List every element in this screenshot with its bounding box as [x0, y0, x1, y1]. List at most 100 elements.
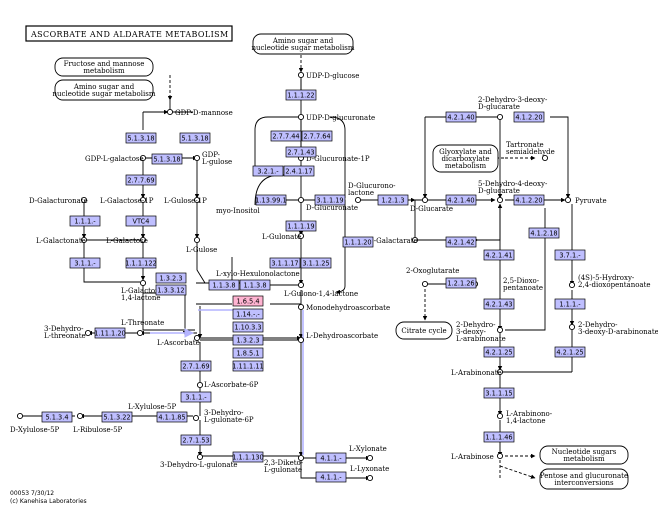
compound-l-gulose-1p[interactable]: L-Gulose-1P	[164, 196, 207, 205]
compound-d-galacturonate-l[interactable]: D-Galacturonate	[29, 196, 88, 205]
enzyme-box[interactable]: 5.1.3.4	[41, 411, 73, 423]
compound-dehydro-l-gulonate[interactable]: 3-Dehydro-L-gulonate	[160, 453, 238, 469]
enzyme-box[interactable]: 4.2.1.43	[483, 298, 515, 310]
compound-l-lyxonate[interactable]: L-Lyxonate	[350, 465, 389, 482]
enzyme-box[interactable]: 3.2.1.-	[252, 165, 284, 177]
compound-gdp-galactose[interactable]: GDP-L-galactose	[85, 154, 147, 163]
compound-l-galactose[interactable]: L-Galactose	[106, 236, 148, 245]
enzyme-box[interactable]: 2.7.1.53	[180, 434, 212, 446]
map-link-citrate[interactable]: Citrate cycle	[395, 321, 453, 340]
compound-udp-glucose[interactable]: UDP-D-glucose	[297, 71, 359, 80]
enzyme-box[interactable]: 3.1.1.15	[483, 387, 515, 399]
enzyme-box[interactable]: 1.6.5.4	[232, 295, 264, 307]
compound-l-threonate[interactable]: L-Threonate	[121, 319, 164, 337]
compound-dehydro-deoxy-d-arabinonate[interactable]: 2-Dehydro-3-deoxy-D-arabinonate	[568, 321, 658, 336]
compound-dehydro-gulonate-6p[interactable]: 3-Dehydro-L-gulonate-6P	[192, 409, 254, 424]
enzyme-box[interactable]: 1.1.1.122	[125, 257, 157, 269]
compound-l-galactose-1p[interactable]: L-Galactose-1P	[100, 196, 154, 205]
compound-l-ascorbate[interactable]: L-Ascorbate	[157, 334, 201, 347]
enzyme-box[interactable]: 4.2.1.41	[483, 249, 515, 261]
compound-d-glucurono-lactone[interactable]: D-Glucurono-lactone	[348, 182, 396, 204]
enzyme-box[interactable]: 5.1.3.18	[125, 132, 157, 144]
enzyme-box[interactable]: 5.1.3.22	[101, 411, 133, 423]
compound-d-glucarate[interactable]: D-Glucarate	[410, 196, 453, 213]
compound-l-arabinose[interactable]: L-Arabinose	[451, 452, 504, 461]
enzyme-box[interactable]: 4.1.2.20	[513, 194, 545, 206]
enzyme-box[interactable]: 1.1.3.8	[239, 279, 271, 291]
compound-udp-glucuronate[interactable]: UDP-D-glucuronate	[297, 113, 375, 122]
enzyme-box[interactable]: 2.7.7.44	[270, 130, 302, 142]
enzyme-box[interactable]: 4.2.1.40	[445, 111, 477, 123]
compound-dehydro-deoxy-glucarate-5[interactable]: 5-Dehydro-4-deoxy-D-glucarate	[478, 180, 548, 204]
compound-gdp-gulose[interactable]: GDP-L-gulose	[193, 151, 232, 166]
compound-hydroxy-oxopentanoate[interactable]: (4S)-5-Hydroxy-2,4-dioxopentanoate	[568, 274, 651, 289]
enzyme-box[interactable]: 3.1.1.25	[300, 257, 332, 269]
enzyme-box[interactable]: 4.2.1.42	[445, 236, 477, 248]
enzyme-box[interactable]: 1.10.3.3	[232, 321, 264, 333]
enzyme-box[interactable]: 3.7.1.-	[554, 249, 586, 261]
compound-l-gulono-lactone[interactable]: L-Gulono-1,4-lactone	[284, 281, 358, 298]
enzyme-box[interactable]: 1.1.1.130	[232, 451, 264, 463]
enzyme-box[interactable]: 4.1.1.-	[315, 452, 347, 464]
enzyme-box[interactable]: 2.7.1.43	[285, 146, 317, 158]
compound-dehydro-l-threonate[interactable]: 3-Dehydro-L-threonate	[44, 325, 92, 340]
enzyme-box[interactable]: 4.1.1.-	[315, 471, 347, 483]
enzyme-box[interactable]: 2.7.1.69	[180, 360, 212, 372]
compound-dehydro-deoxy-arabinonate[interactable]: 2-Dehydro-3-deoxy-L-arabinonate	[456, 321, 506, 343]
enzyme-box[interactable]: 1.8.5.1	[232, 347, 264, 359]
enzyme-box[interactable]: 3.1.1.19	[314, 194, 346, 206]
enzyme-box[interactable]: 5.1.3.18	[151, 153, 183, 165]
compound-l-arabinono-lactone[interactable]: L-Arabinono-1,4-lactone	[496, 410, 553, 425]
enzyme-box[interactable]: 1.3.2.3	[232, 334, 264, 346]
enzyme-box[interactable]: 1.1.1.46	[483, 431, 515, 443]
enzyme-box[interactable]: 1.2.1.26	[445, 277, 477, 289]
compound-gdp-mannose[interactable]: GDP-D-mannose	[166, 108, 233, 117]
compound-l-galactonate[interactable]: L-Galactonate	[36, 236, 88, 245]
compound-pyruvate[interactable]: Pyruvate	[564, 196, 607, 205]
enzyme-box[interactable]: 4.1.2.18	[528, 227, 560, 239]
enzyme-box[interactable]: VTC4	[125, 215, 157, 227]
enzyme-box[interactable]: 3.1.1.17	[269, 257, 301, 269]
enzyme-box[interactable]: 3.1.1.-	[69, 257, 101, 269]
compound-l-ascorbate-6p[interactable]: L-Ascorbate-6P	[196, 381, 259, 389]
enzyme-box[interactable]: 1.2.1.3	[377, 194, 409, 206]
enzyme-box[interactable]: 4.1.2.20	[513, 111, 545, 123]
enzyme-box[interactable]: 1.1.1.19	[285, 220, 317, 232]
enzyme-box[interactable]: 1.3.2.3	[155, 272, 187, 284]
enzyme-box[interactable]: 2.7.7.64	[301, 130, 333, 142]
compound-d-xylulose-5p[interactable]: D-Xylulose-5P	[10, 412, 60, 434]
compound-dehydro-deoxy-glucarate[interactable]: 2-Dehydro-3-deoxy-D-glucarate	[478, 96, 548, 121]
enzyme-box[interactable]: 1.3.3.12	[155, 284, 187, 296]
enzyme-box[interactable]: 4.1.1.85	[156, 411, 188, 423]
enzyme-box[interactable]: 2.4.1.17	[283, 165, 315, 177]
enzyme-box[interactable]: 1.13.99.1	[255, 194, 287, 206]
enzyme-box[interactable]: 5.1.3.18	[179, 132, 211, 144]
enzyme-box[interactable]: 1.14.-.-	[232, 308, 264, 320]
compound-dioxopentanoate[interactable]: 2,5-Dioxo-pentanoate	[471, 277, 543, 292]
compound-l-galactono-lactone[interactable]: L-Galactono-1,4-lactone	[121, 279, 167, 302]
compound-l-gulonate[interactable]: L-Gulonate	[262, 232, 305, 241]
compound-diketo-gulonate[interactable]: 2,3-Diketo-L-gulonate	[264, 454, 305, 474]
enzyme-box[interactable]: 1.1.1.-	[554, 298, 586, 310]
compound-l-gulose[interactable]: L-Gulose	[186, 236, 217, 254]
compound-oxoglutarate[interactable]: 2-Oxoglutarate	[406, 267, 459, 288]
compound-l-dehydroascorbate[interactable]: L-Dehydroascorbate	[297, 332, 378, 344]
enzyme-box[interactable]: 4.2.1.25	[554, 346, 586, 358]
enzyme-box[interactable]: 1.1.1.-	[69, 215, 101, 227]
enzyme-box[interactable]: 2.7.7.69	[125, 174, 157, 186]
compound-l-arabinonate[interactable]: L-Arabinonate	[451, 368, 504, 377]
compound-monodehydroascorbate[interactable]: Monodehydroascorbate	[297, 303, 390, 312]
enzyme-box[interactable]: 1.11.1.11	[232, 360, 264, 372]
enzyme-box[interactable]: 1.11.1.20	[94, 327, 126, 339]
compound-l-xylonate[interactable]: L-Xylonate	[349, 445, 387, 462]
enzyme-box[interactable]: 1.1.1.22	[285, 89, 317, 101]
compound-d-glucuronate[interactable]: D-Glucuronate	[297, 196, 358, 212]
enzyme-box[interactable]: 1.1.1.20	[342, 236, 374, 248]
